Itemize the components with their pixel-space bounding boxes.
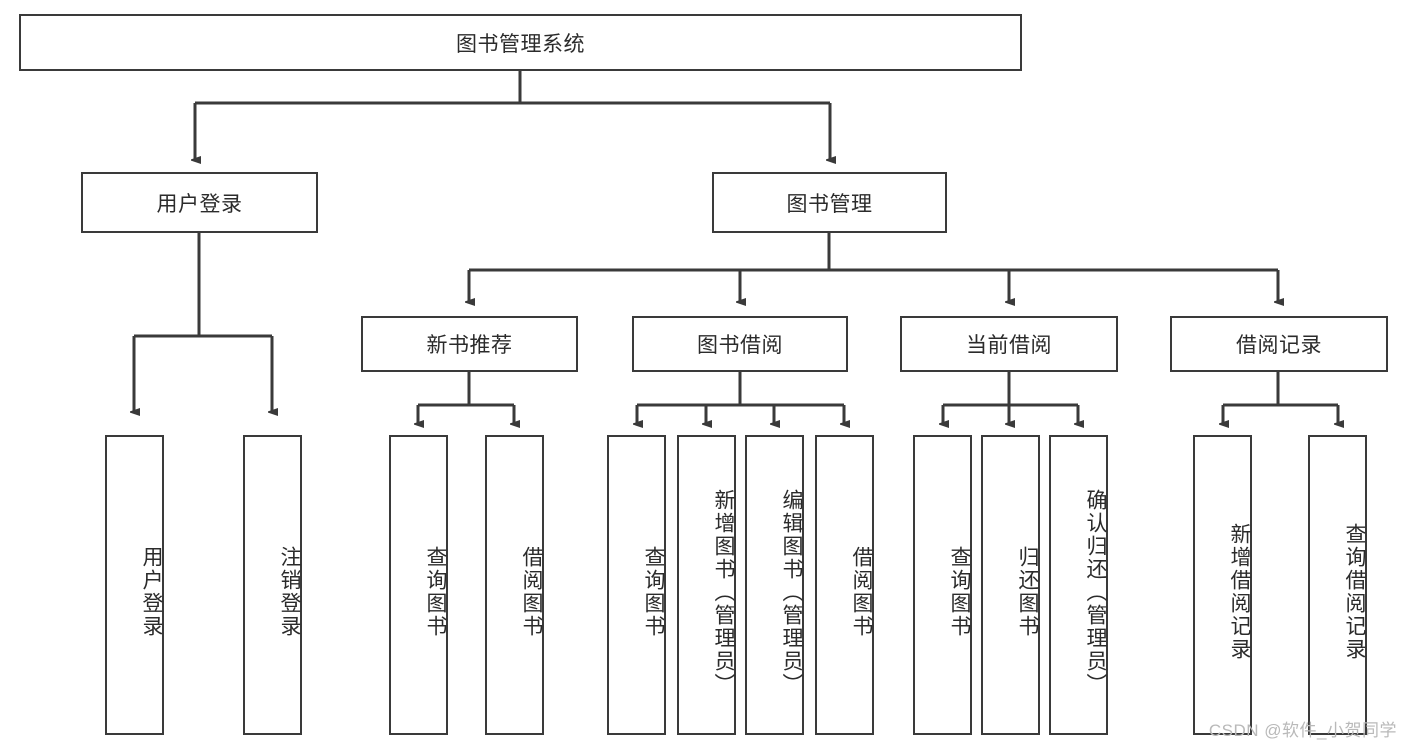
node-label: 用户登录 (156, 192, 243, 216)
node-label: 新书推荐 (426, 334, 513, 357)
node-label: 用户登录 (140, 546, 163, 638)
node-label: 查询图书 (948, 546, 971, 638)
node-user-login[interactable]: 用户登录 (81, 172, 318, 233)
node-root-book-management-system[interactable]: 图书管理系统 (19, 14, 1022, 71)
node-borrow-record[interactable]: 借阅记录 (1170, 316, 1388, 372)
leaf-current-return-book[interactable]: 归还图书 (981, 435, 1040, 735)
node-new-book-recommend[interactable]: 新书推荐 (361, 316, 578, 372)
node-label: 图书借阅 (697, 334, 783, 357)
node-book-management[interactable]: 图书管理 (712, 172, 947, 233)
node-label: 借阅图书 (520, 546, 543, 638)
leaf-current-query-book[interactable]: 查询图书 (913, 435, 972, 735)
leaf-user-login-login[interactable]: 用户登录 (105, 435, 164, 735)
leaf-record-add-borrow-record[interactable]: 新增借阅记录 (1193, 435, 1252, 735)
node-label: 查询图书 (642, 546, 665, 638)
node-book-borrow[interactable]: 图书借阅 (632, 316, 848, 372)
node-label: 借阅图书 (850, 546, 873, 638)
leaf-borrow-borrow-book[interactable]: 借阅图书 (815, 435, 874, 735)
node-label: 查询借阅记录 (1343, 523, 1366, 661)
node-label: 图书管理系统 (456, 32, 585, 56)
leaf-record-query-borrow-record[interactable]: 查询借阅记录 (1308, 435, 1367, 735)
leaf-new-book-query-book[interactable]: 查询图书 (389, 435, 448, 735)
node-label: 编辑图书（管理员） (780, 488, 803, 696)
node-current-borrow[interactable]: 当前借阅 (900, 316, 1118, 372)
leaf-borrow-edit-book-admin[interactable]: 编辑图书（管理员） (745, 435, 804, 735)
node-label: 注销登录 (278, 546, 301, 638)
leaf-new-book-borrow-book[interactable]: 借阅图书 (485, 435, 544, 735)
node-label: 确认归还（管理员） (1084, 488, 1107, 696)
leaf-current-confirm-return-admin[interactable]: 确认归还（管理员） (1049, 435, 1108, 735)
node-label: 新增图书（管理员） (712, 488, 735, 696)
leaf-borrow-query-book[interactable]: 查询图书 (607, 435, 666, 735)
node-label: 新增借阅记录 (1228, 523, 1251, 661)
node-label: 查询图书 (424, 546, 447, 638)
leaf-user-login-logout[interactable]: 注销登录 (243, 435, 302, 735)
node-label: 借阅记录 (1236, 334, 1322, 357)
node-label: 当前借阅 (966, 334, 1052, 357)
leaf-borrow-add-book-admin[interactable]: 新增图书（管理员） (677, 435, 736, 735)
node-label: 图书管理 (786, 192, 873, 216)
watermark-text: CSDN @软件_小贺同学 (1208, 721, 1397, 740)
node-label: 归还图书 (1016, 546, 1039, 638)
